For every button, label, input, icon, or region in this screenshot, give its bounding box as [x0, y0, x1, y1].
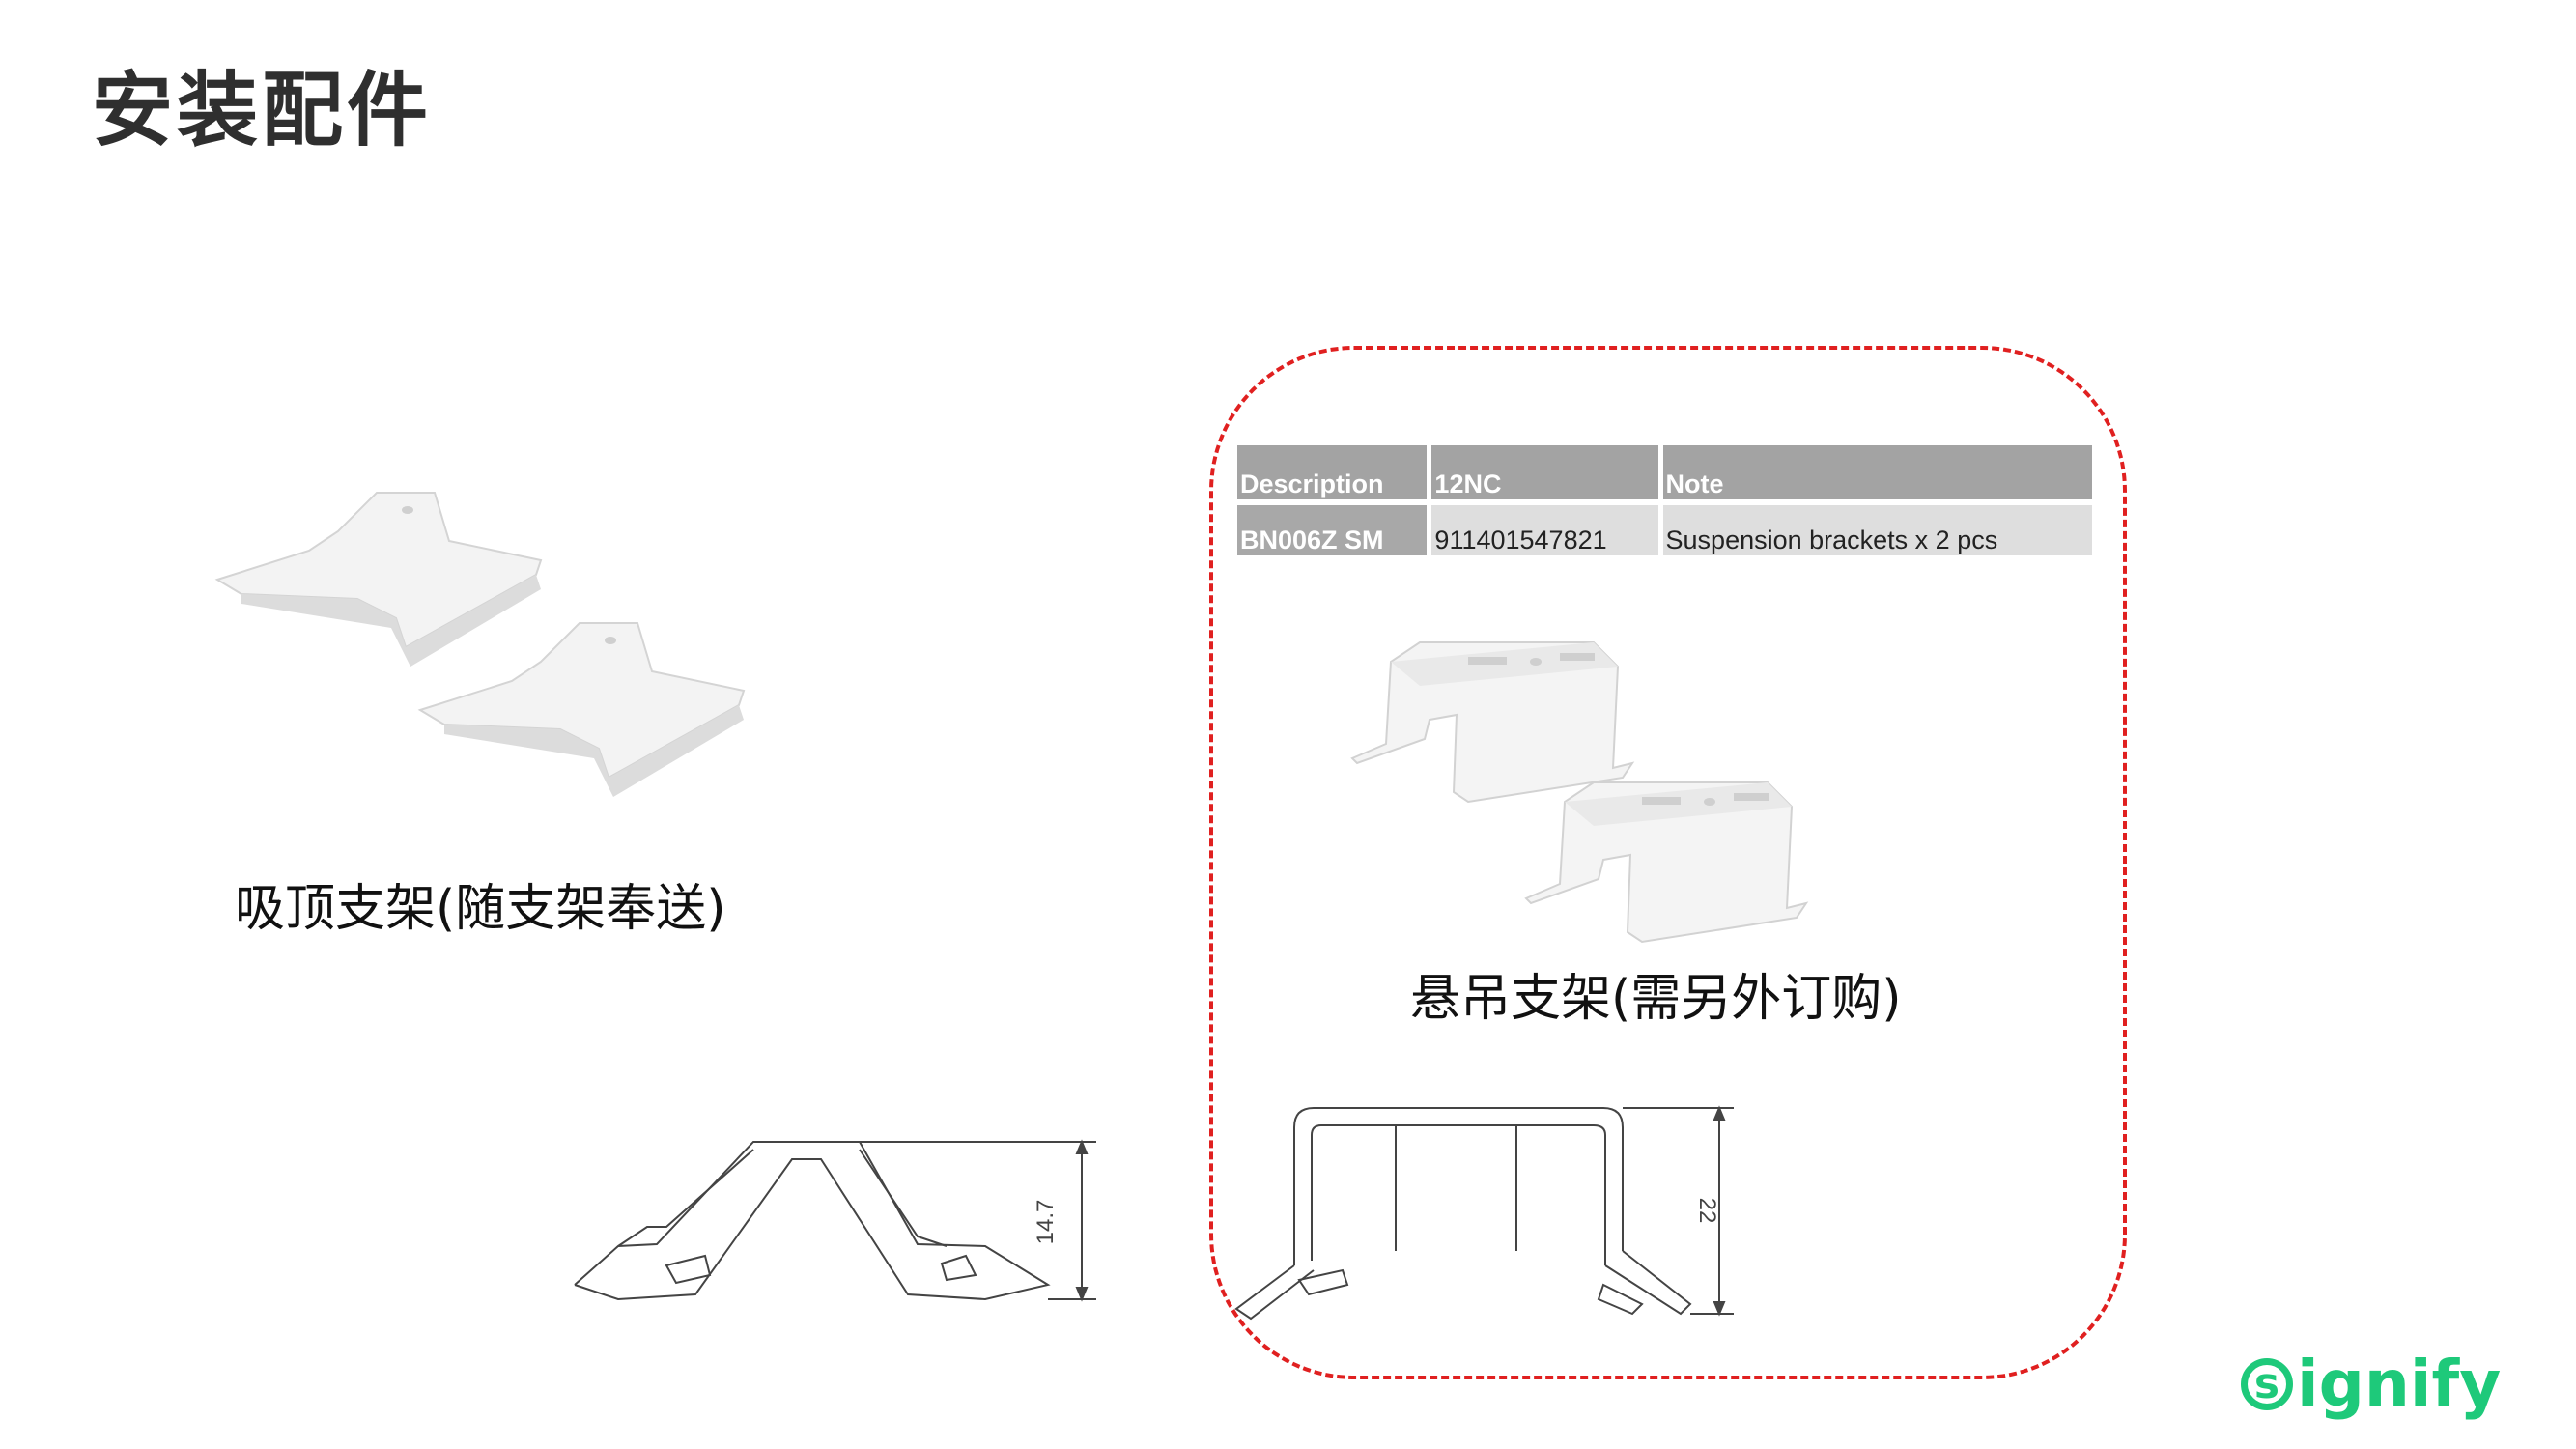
page-title: 安装配件: [92, 63, 433, 157]
logo-s-mark-icon: s: [2241, 1358, 2293, 1410]
table-row: BN006Z SM 911401547821 Suspension bracke…: [1237, 505, 2092, 555]
logo-wordmark: ignify: [2297, 1347, 2502, 1421]
cell-note: Suspension brackets x 2 pcs: [1662, 505, 2092, 555]
table-header-row: Description 12NC Note: [1237, 445, 2092, 499]
suspension-highlight-frame: [1209, 346, 2127, 1379]
ceiling-bracket-2: [417, 622, 746, 797]
ceiling-dimension-label: 14.7: [1033, 1200, 1059, 1245]
ceiling-bracket-1: [214, 492, 543, 667]
suspension-bracket-caption: 悬吊支架(需另外订购): [1410, 970, 1902, 1028]
suspension-bracket-2: [1524, 781, 1809, 944]
signify-logo: s ignify: [2241, 1352, 2501, 1416]
spec-table: Description 12NC Note BN006Z SM 91140154…: [1232, 440, 2097, 561]
ceiling-bracket-photo: [214, 492, 746, 797]
table-header-description: Description: [1237, 445, 1428, 499]
ceiling-bracket-drawing: 14.7: [574, 1139, 1096, 1302]
cell-description: BN006Z SM: [1237, 505, 1428, 555]
suspension-bracket-drawing: 22: [1234, 1105, 1734, 1321]
cell-12nc: 911401547821: [1431, 505, 1658, 555]
table-header-note: Note: [1662, 445, 2092, 499]
suspension-dimension-label: 22: [1694, 1198, 1720, 1224]
suspension-bracket-1: [1350, 641, 1635, 804]
ceiling-bracket-caption: 吸顶支架(随支架奉送): [235, 880, 726, 938]
table-header-12nc: 12NC: [1431, 445, 1658, 499]
suspension-bracket-photo: [1350, 641, 1809, 944]
